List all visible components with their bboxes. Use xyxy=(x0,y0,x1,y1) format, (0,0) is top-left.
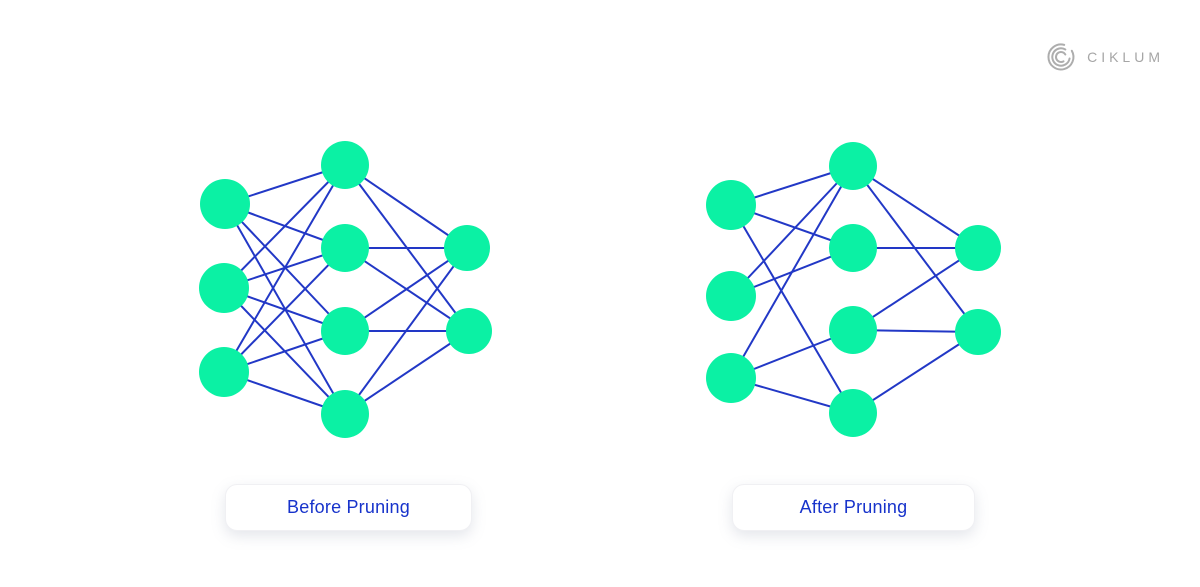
synapse-edge-before-h2-o0 xyxy=(344,247,468,332)
synapse-edge-after-i2-h0 xyxy=(730,165,854,379)
neuron-before-h3 xyxy=(321,390,369,438)
synapse-edge-after-i0-h3 xyxy=(730,204,854,414)
neuron-after-o1 xyxy=(955,309,1001,355)
synapse-edge-after-h2-o0 xyxy=(852,247,979,331)
synapse-edge-before-i2-h0 xyxy=(223,164,346,373)
synapse-edge-after-i1-h0 xyxy=(730,165,854,297)
logo-text: CIKLUM xyxy=(1087,49,1164,65)
neuron-before-i0 xyxy=(200,179,250,229)
neuron-before-o0 xyxy=(444,225,490,271)
network-after-pruning xyxy=(706,142,1001,437)
synapse-edge-before-h0-o0 xyxy=(344,164,468,249)
ciklum-arcs-icon xyxy=(1047,43,1075,71)
synapse-edge-after-h0-o0 xyxy=(852,165,979,249)
synapse-edge-before-i2-h1 xyxy=(223,247,346,373)
neuron-after-h2 xyxy=(829,306,877,354)
neuron-after-i0 xyxy=(706,180,756,230)
neuron-after-o0 xyxy=(955,225,1001,271)
neuron-before-h1 xyxy=(321,224,369,272)
before-pruning-caption: Before Pruning xyxy=(225,484,472,531)
neuron-before-o1 xyxy=(446,308,492,354)
neuron-after-i1 xyxy=(706,271,756,321)
neuron-after-h1 xyxy=(829,224,877,272)
neuron-after-h3 xyxy=(829,389,877,437)
neuron-before-h2 xyxy=(321,307,369,355)
neuron-before-i2 xyxy=(199,347,249,397)
ciklum-logo: CIKLUM xyxy=(1044,40,1164,74)
neuron-after-i2 xyxy=(706,353,756,403)
synapse-edge-before-h3-o0 xyxy=(344,247,468,415)
neuron-before-i1 xyxy=(199,263,249,313)
neuron-before-h0 xyxy=(321,141,369,189)
network-before-pruning xyxy=(199,141,492,438)
synapse-edge-before-i1-h0 xyxy=(223,164,346,289)
synapse-edge-before-h3-o1 xyxy=(344,330,470,415)
after-pruning-caption: After Pruning xyxy=(732,484,975,531)
neuron-after-h0 xyxy=(829,142,877,190)
synapse-edge-after-h3-o1 xyxy=(852,331,979,414)
